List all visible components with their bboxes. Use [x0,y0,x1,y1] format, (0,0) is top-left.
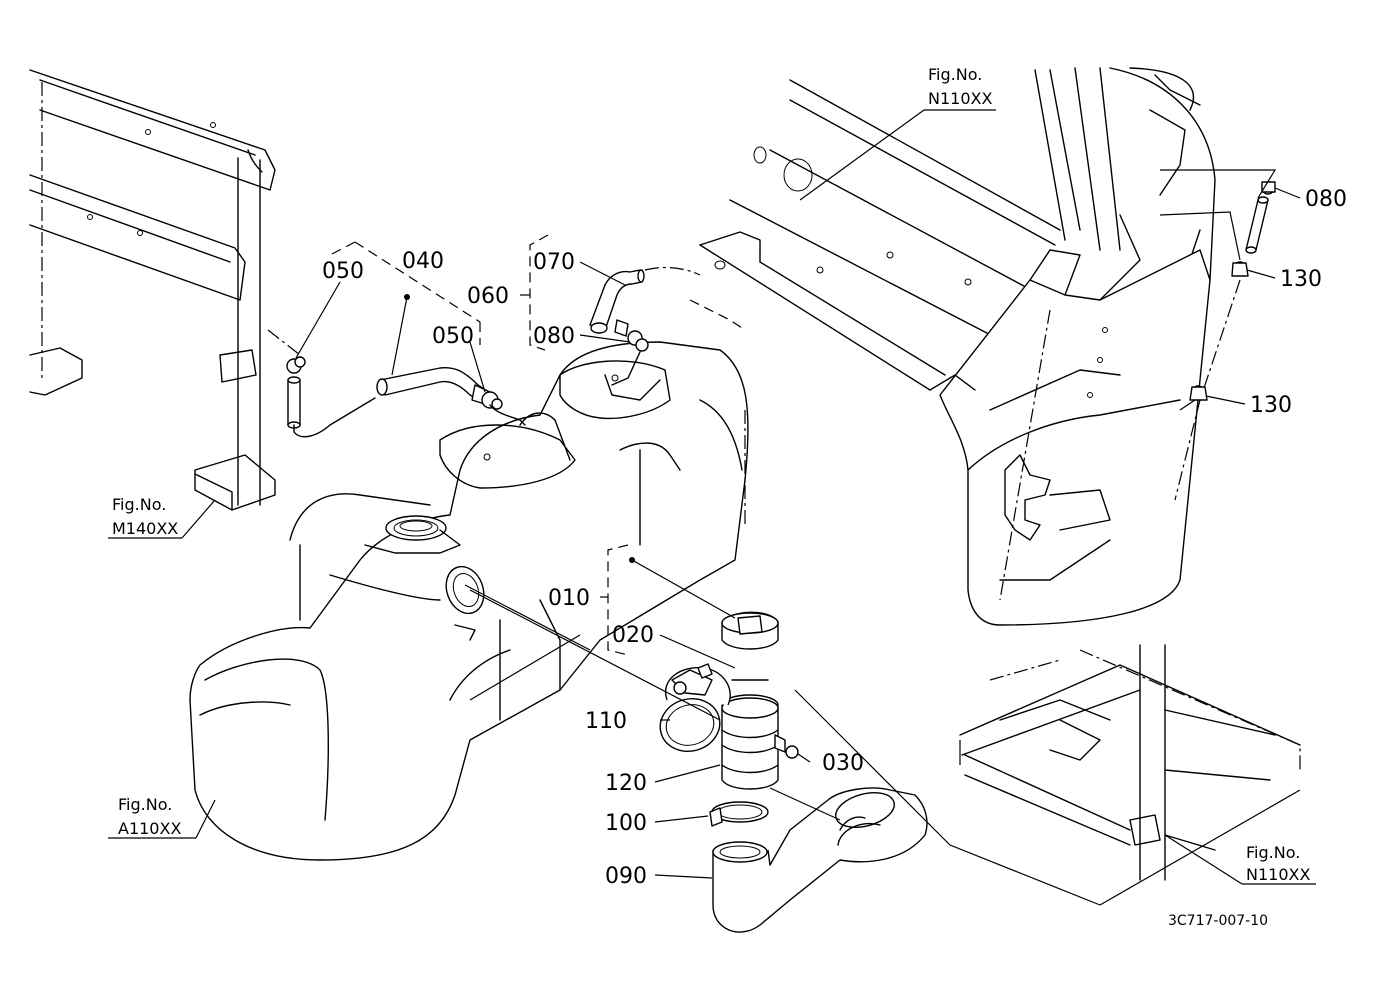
fig-ref-prefix-tank: Fig.No. [118,795,172,814]
breather-hose-right-drawing [1159,169,1277,501]
part-label-060: 060 [467,284,509,309]
part-label-130-top: 130 [1280,267,1322,292]
part-label-090: 090 [605,864,647,889]
part-label-080-right: 080 [1305,187,1347,212]
fig-ref-tank: A110XX [118,819,181,838]
part-label-110: 110 [585,709,627,734]
figure-references: Fig.No. N110XX Fig.No. M140XX Fig.No. A1… [112,65,1310,884]
breather-hose-left-drawing [286,356,526,438]
fig-ref-prefix-frame-top: Fig.No. [928,65,982,84]
right-frame-drawing [699,67,1216,626]
filler-assembly-drawing [469,589,1101,933]
fig-ref-prefix-left-frame: Fig.No. [112,495,166,514]
part-labels: 050 040 050 070 060 080 080 130 130 010 … [322,187,1347,889]
part-label-050-right: 050 [432,324,474,349]
part-label-030: 030 [822,751,864,776]
lower-right-frame-drawing [959,644,1301,906]
part-label-050-left: 050 [322,259,364,284]
part-label-020: 020 [612,623,654,648]
part-label-040: 040 [402,249,444,274]
fig-ref-left-frame: M140XX [112,519,178,538]
fig-ref-prefix-frame-bottom: Fig.No. [1246,843,1300,862]
callout-leaders [108,109,1316,885]
fig-ref-frame-bottom: N110XX [1246,865,1310,884]
part-label-010: 010 [548,586,590,611]
left-frame-drawing [29,69,301,511]
fig-ref-frame-top: N110XX [928,89,992,108]
drawing-code: 3C717-007-10 [1168,913,1268,929]
part-label-080-mid: 080 [533,324,575,349]
fuel-tank-drawing [189,299,749,861]
part-label-070: 070 [533,250,575,275]
part-label-100: 100 [605,811,647,836]
part-label-120: 120 [605,771,647,796]
part-label-130-bottom: 130 [1250,393,1292,418]
